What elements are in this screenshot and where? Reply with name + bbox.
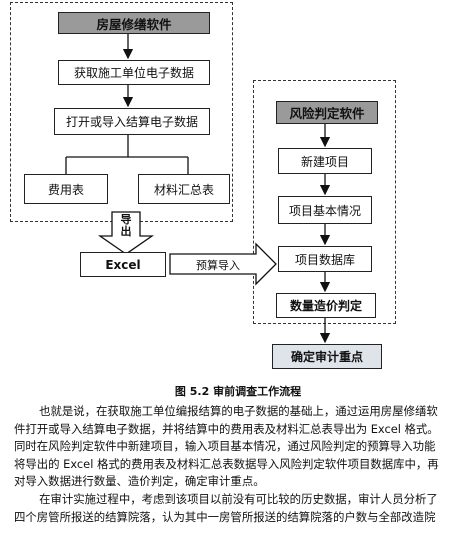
- repair-software-title: 房屋修缮软件: [96, 16, 172, 32]
- paragraph1-line-3: 同时在风险判定软件中新建项目，输入项目基本情况，通过风险判定的预算导入功能: [14, 439, 436, 454]
- excel-box: Excel: [80, 252, 166, 277]
- project-basics-box: 项目基本情况: [278, 196, 372, 224]
- risk-software-title: 风险判定软件: [289, 106, 365, 121]
- new-project-label: 新建项目: [300, 154, 349, 169]
- body-text: 也就是说，在获取施工单位编报结算的电子数据的基础上，通过运用房屋修缮软 件打开或…: [14, 403, 466, 526]
- figure-caption: 图 5.2 审前调查工作流程: [174, 385, 302, 398]
- material-summary-label: 材料汇总表: [153, 182, 214, 197]
- project-basics-label: 项目基本情况: [288, 203, 361, 218]
- paragraph1-line-1: 也就是说，在获取施工单位编报结算的电子数据的基础上，通过运用房屋修缮软: [39, 404, 438, 418]
- expense-sheet-label: 费用表: [47, 182, 84, 197]
- budget-import-label: 预算导入: [196, 259, 240, 272]
- paragraph2-line-1: 在审计实施过程中，考虑到该项目以前没有可比较的历史数据，审计人员分析了: [39, 491, 438, 506]
- repair-software-title-box: 房屋修缮软件: [58, 12, 210, 34]
- paragraph1-line-2: 件打开或导入结算电子数据，并将结算中的费用表及材料汇总表导出为 Excel 格式…: [14, 421, 439, 436]
- audit-focus-label: 确定审计重点: [290, 350, 363, 364]
- paragraph1-line-5: 对导入数据进行数量、造价判定，确定审计重点。: [14, 474, 265, 489]
- project-database-box: 项目数据库: [278, 246, 372, 272]
- quantity-cost-judgment-label: 数量造价判定: [289, 299, 362, 313]
- risk-software-title-box: 风险判定软件: [276, 101, 378, 124]
- paragraph1-line-4: 将导出的 Excel 格式的费用表及材料汇总表数据导入风险判定软件项目数据库中，…: [14, 456, 439, 471]
- paragraph2-line-2: 四个房管所报送的结算院落，认为其中一房管所报送的结算院落的户数与全部改造院: [14, 509, 436, 524]
- open-settlement-data-box: 打开或导入结算电子数据: [54, 108, 210, 135]
- audit-focus-box: 确定审计重点: [272, 344, 382, 369]
- quantity-cost-judgment-box: 数量造价判定: [276, 293, 376, 318]
- export-label: 导出: [120, 213, 132, 238]
- open-settlement-data-label: 打开或导入结算电子数据: [65, 115, 198, 129]
- excel-label: Excel: [105, 257, 141, 272]
- new-project-box: 新建项目: [278, 148, 372, 174]
- get-contractor-data-label: 获取施工单位电子数据: [73, 66, 194, 80]
- expense-sheet-box: 费用表: [24, 174, 108, 204]
- material-summary-box: 材料汇总表: [138, 174, 230, 204]
- project-database-label: 项目数据库: [294, 252, 355, 267]
- get-contractor-data-box: 获取施工单位电子数据: [58, 60, 210, 85]
